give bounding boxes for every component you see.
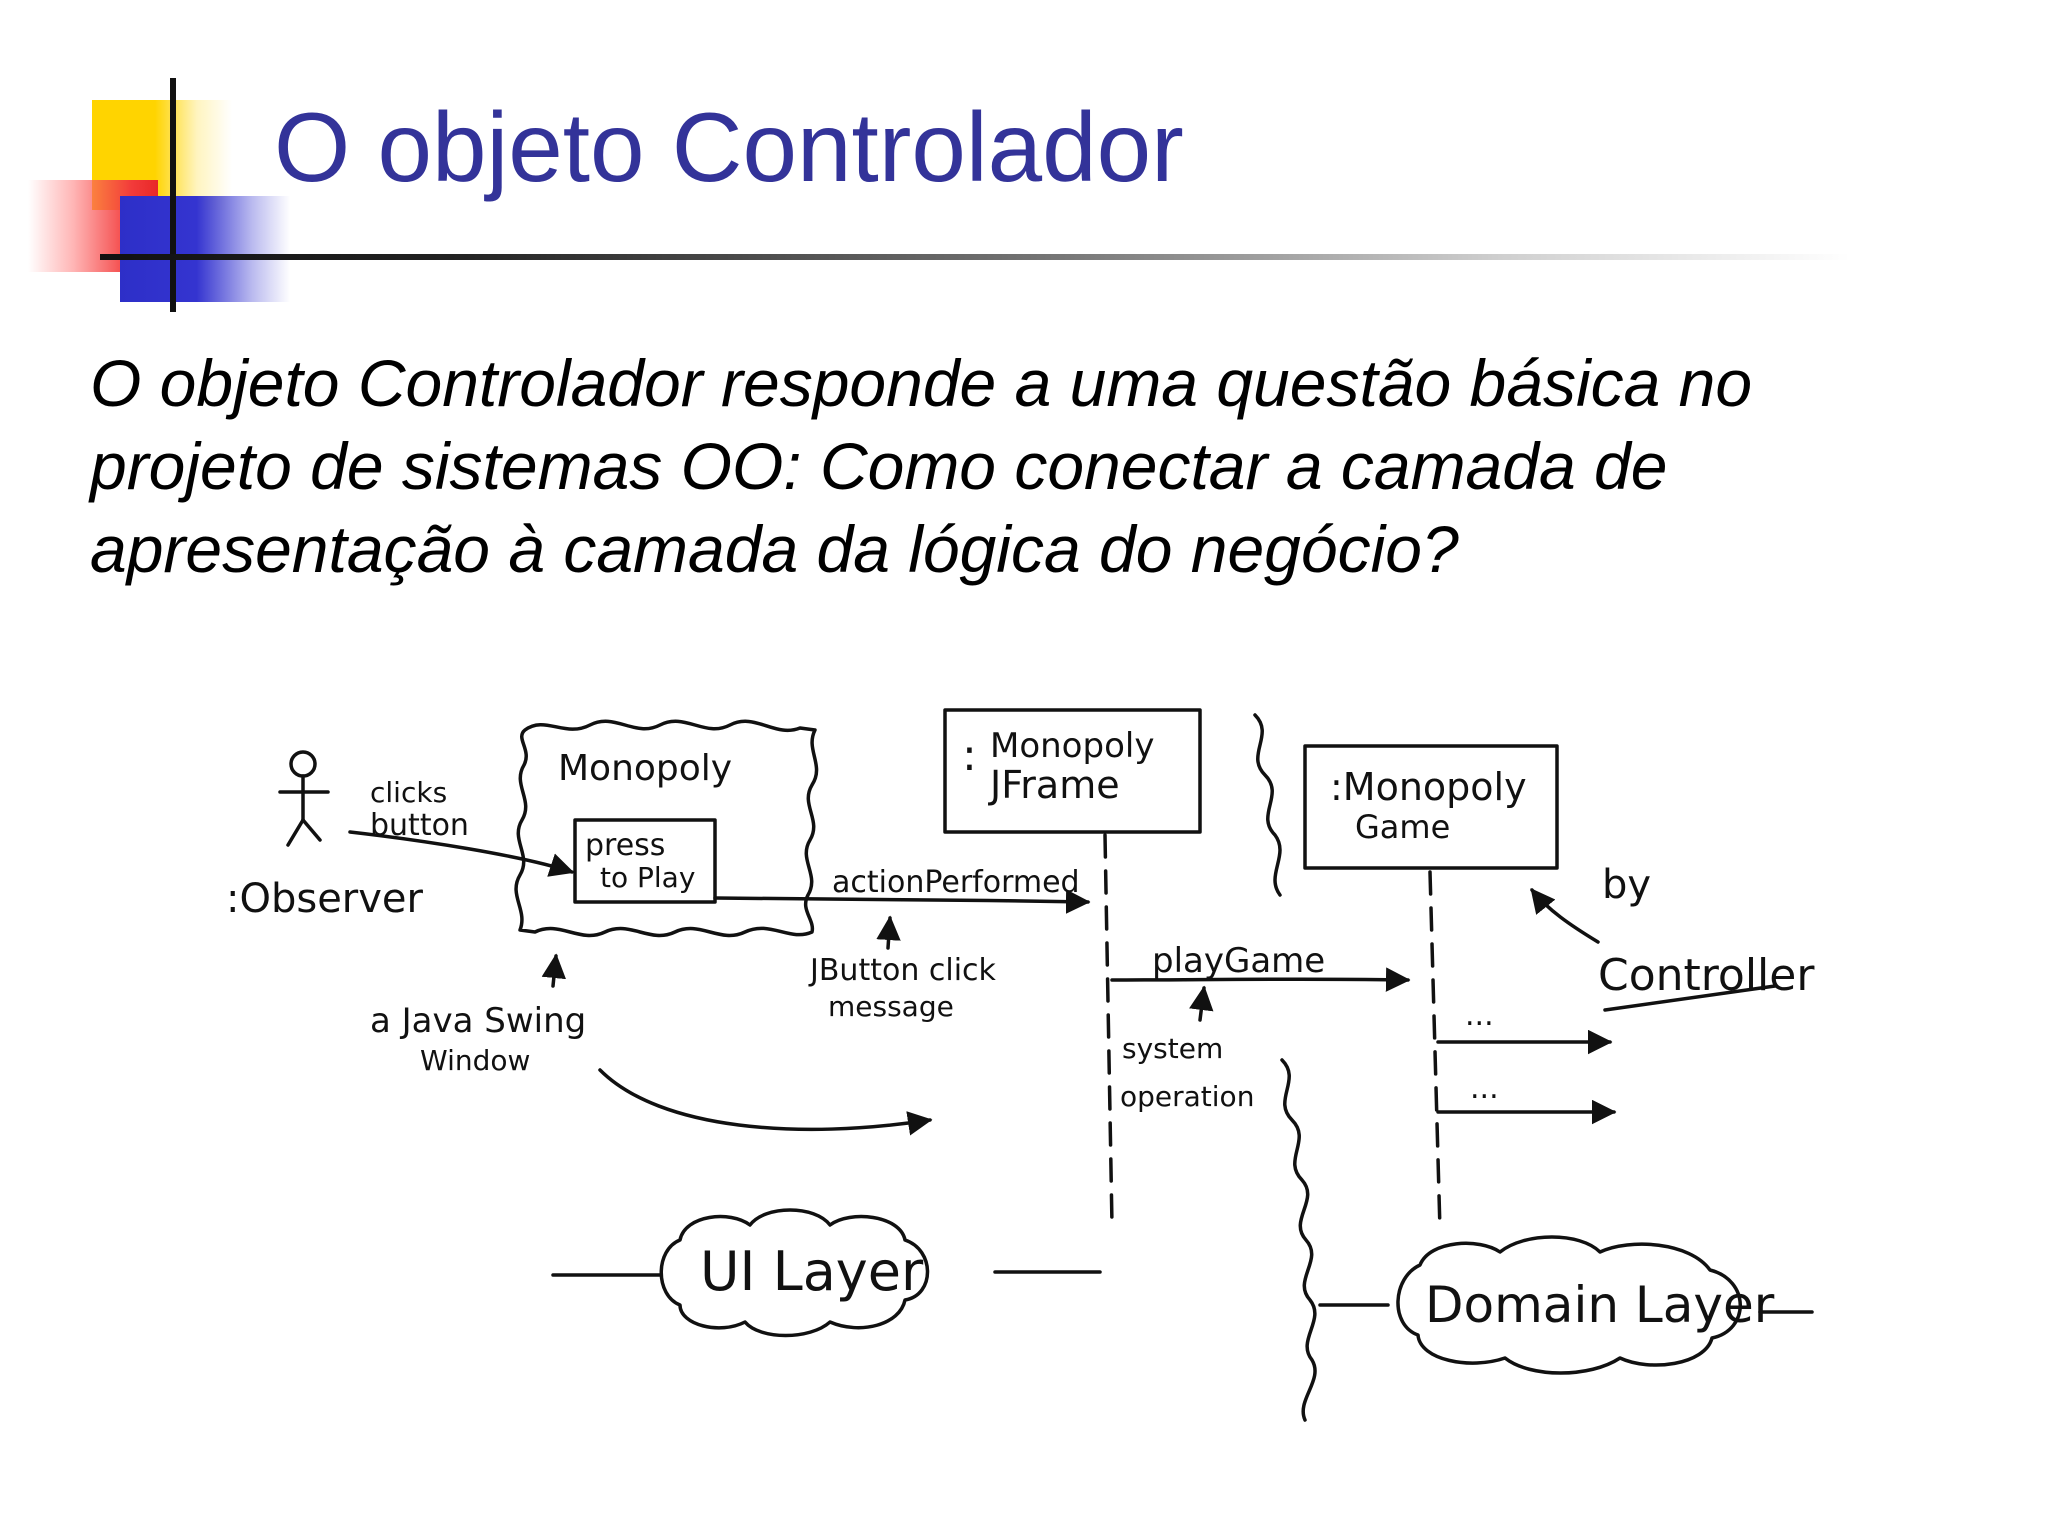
controller-underline <box>1603 984 1777 1012</box>
logo-vertical-line <box>170 78 176 312</box>
observer-stick-figure <box>278 750 330 847</box>
domain-layer-label: Domain Layer <box>1425 1276 1775 1334</box>
controller-label: Controller <box>1598 950 1815 1001</box>
window-label: Window <box>420 1044 530 1077</box>
slide-title: O objeto Controlador <box>274 92 1184 202</box>
action-performed-arrow <box>713 889 1091 914</box>
to-play-label: to Play <box>600 861 695 894</box>
title-underline <box>100 254 1850 260</box>
domain-layer-cloud <box>1396 1235 1742 1375</box>
game-name-label: :Monopoly <box>1330 765 1527 809</box>
dots-label-1: ... <box>1465 998 1494 1033</box>
clicks-label: clicks <box>370 776 447 809</box>
controller-sketch-diagram: :Observer clicks button Monopoly press t… <box>0 680 2048 1480</box>
layer-boundary-top <box>1253 713 1282 897</box>
system-label: system <box>1122 1032 1223 1065</box>
observer-label: :Observer <box>226 876 424 922</box>
jframe-prefix-label: : <box>962 730 977 781</box>
java-swing-label: a Java Swing <box>370 1001 586 1041</box>
by-label: by <box>1602 862 1651 908</box>
window-pointer-arrow <box>541 953 566 988</box>
play-game-arrow <box>1110 967 1411 992</box>
game-lifeline <box>1428 870 1442 1232</box>
ui-layer-label: UI Layer <box>700 1240 924 1303</box>
swing-window-outline <box>514 719 819 938</box>
ui-layer-cloud <box>659 1208 930 1338</box>
jbutton-click-label: JButton click <box>808 953 997 988</box>
jframe-lifeline <box>1103 833 1114 1227</box>
dots-label-2: ... <box>1470 1071 1499 1106</box>
jbutton-pointer-arrow <box>876 915 901 950</box>
game-type-label: Game <box>1355 808 1450 846</box>
play-game-label: playGame <box>1152 941 1325 981</box>
operation-label: operation <box>1120 1080 1254 1113</box>
press-label: press <box>585 828 665 863</box>
jframe-name-label: Monopoly <box>990 726 1154 766</box>
by-controller-arrow <box>1530 888 1600 944</box>
swing-window-curve-arrow <box>598 1068 933 1136</box>
jframe-box <box>943 708 1202 834</box>
window-title-label: Monopoly <box>558 748 732 789</box>
diagram-canvas: :Observer clicks button Monopoly press t… <box>226 708 1815 1422</box>
clicks-button-arrow <box>348 830 575 877</box>
slide-question: O objeto Controlador responde a uma ques… <box>90 346 1753 586</box>
system-pointer-arrow <box>1189 985 1214 1022</box>
game-box <box>1303 744 1559 870</box>
slide-logo <box>0 0 300 330</box>
press-to-play-box <box>573 818 717 904</box>
logo-blue-square <box>120 196 290 302</box>
action-performed-label: actionPerformed <box>832 865 1080 900</box>
jframe-type-label: JFrame <box>988 763 1120 807</box>
layer-boundary-bottom <box>1280 1058 1317 1422</box>
button-label: button <box>370 808 469 843</box>
message-label: message <box>828 990 954 1023</box>
